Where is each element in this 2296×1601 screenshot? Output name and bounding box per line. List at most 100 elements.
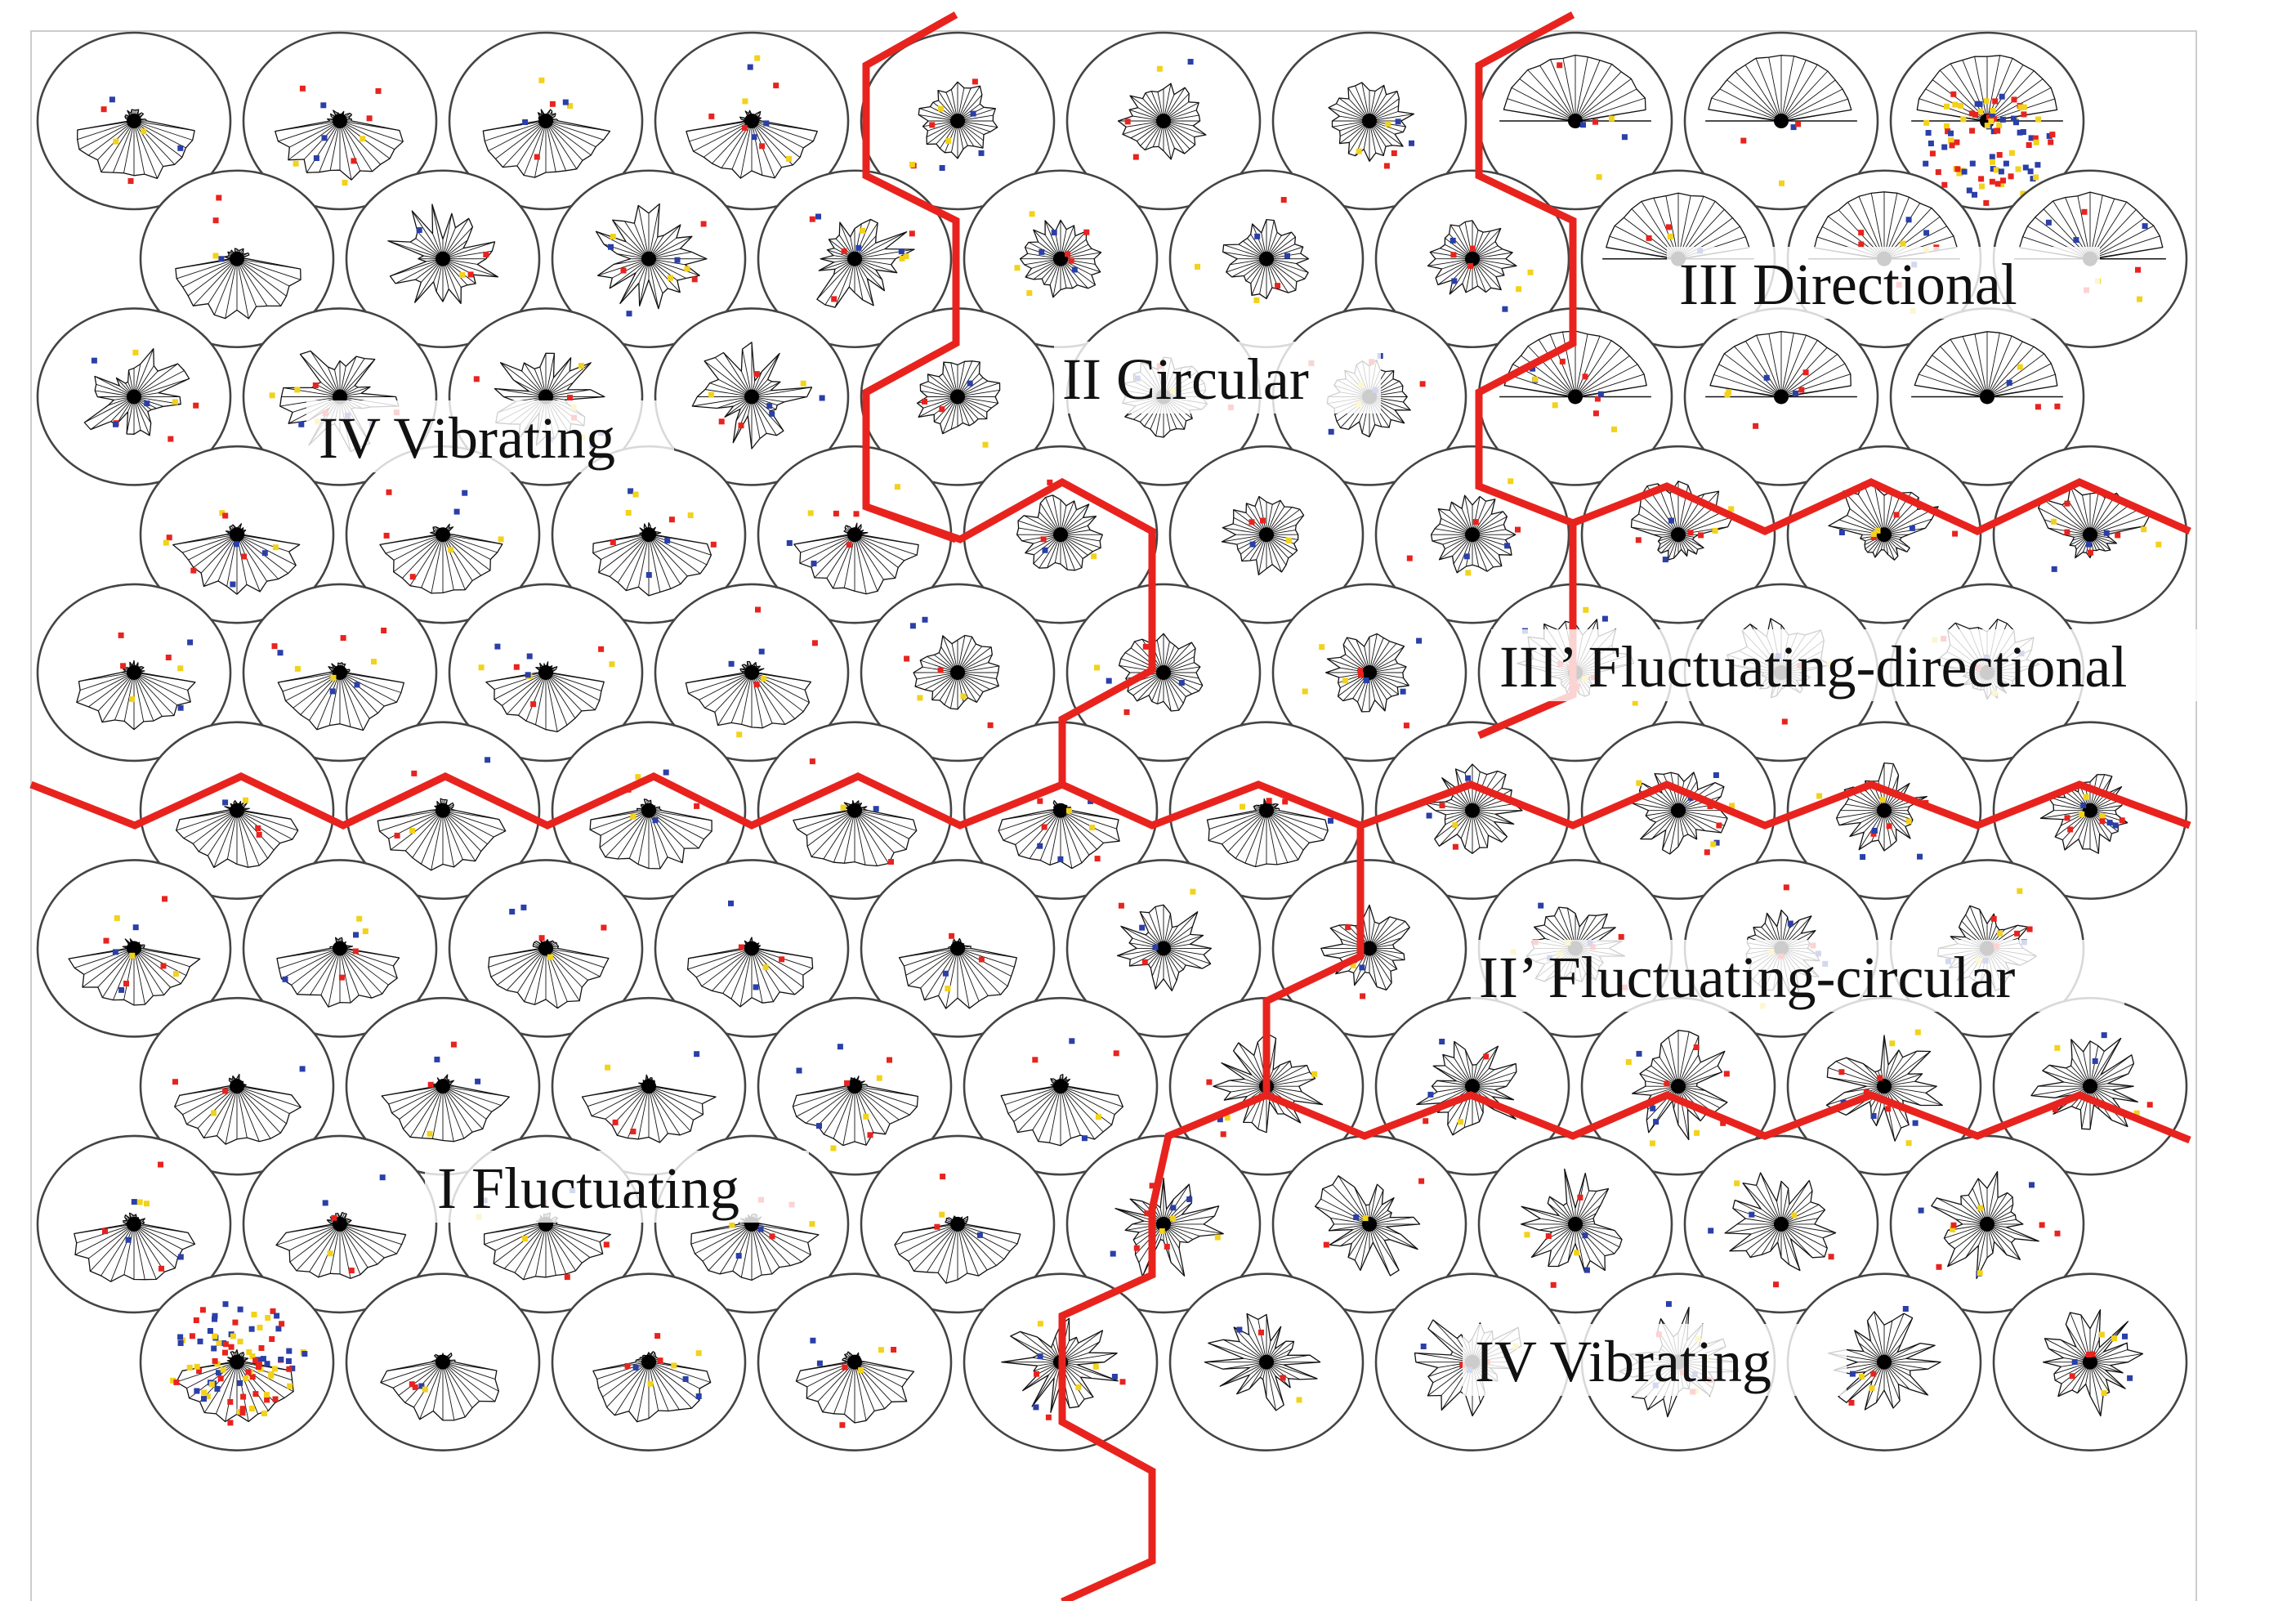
sample-point (1280, 197, 1287, 203)
sample-point (1996, 122, 2003, 128)
glyph-spoke (409, 1085, 444, 1138)
glyph-spoke (1642, 782, 1679, 812)
glyph-spoke (686, 672, 753, 684)
sample-point (207, 1328, 213, 1334)
som-cell (36, 859, 232, 1038)
glyph-spoke (1039, 810, 1061, 861)
sample-point (1403, 722, 1409, 729)
sample-point (1284, 253, 1290, 259)
glyph-spoke (1836, 810, 1885, 819)
sample-point (972, 78, 978, 85)
glyph-spoke (545, 1223, 583, 1263)
glyph-spoke (1575, 340, 1612, 397)
sample-point (1954, 166, 1961, 172)
sample-point (1124, 119, 1131, 125)
glyph-spoke (1713, 374, 1782, 397)
glyph-spoke (617, 534, 650, 584)
glyph-spoke (1208, 810, 1267, 841)
glyph-spoke (534, 948, 547, 1005)
sample-point (1885, 1106, 1892, 1112)
glyph-spoke (518, 672, 547, 716)
sample-point (272, 1396, 279, 1402)
glyph-spoke (1631, 519, 1679, 535)
sample-point (1989, 178, 1995, 185)
glyph-spoke (200, 534, 238, 574)
glyph-core (127, 941, 141, 956)
glyph-spoke (638, 534, 650, 588)
glyph-spoke (751, 672, 796, 719)
sample-point (2026, 926, 2033, 932)
glyph-spoke (1575, 336, 1601, 397)
glyph-core (1053, 1079, 1068, 1094)
glyph-core (1362, 664, 1377, 680)
glyph-spoke (1222, 1362, 1267, 1370)
sample-point (1923, 119, 1930, 126)
glyph-spoke (945, 948, 958, 1009)
sample-point (177, 1340, 184, 1346)
glyph-spoke (442, 810, 455, 867)
som-cell (654, 583, 850, 762)
glyph-spoke (442, 810, 506, 832)
sample-point (632, 491, 639, 498)
sample-point (1427, 1091, 1434, 1098)
sample-point (162, 896, 168, 902)
sample-point (271, 643, 278, 650)
sample-point (917, 695, 923, 701)
sample-point (1357, 668, 1364, 674)
glyph-spoke (545, 120, 596, 148)
sample-point (222, 1301, 229, 1308)
sample-point (1559, 358, 1566, 364)
glyph-core (847, 803, 862, 818)
glyph-spoke (82, 948, 135, 988)
glyph-spoke (648, 1086, 660, 1143)
sample-point (2101, 1390, 2107, 1397)
sample-point (1580, 122, 1586, 128)
sample-point (1266, 798, 1272, 804)
sample-point (922, 398, 927, 405)
sample-point (1597, 391, 1604, 397)
glyph-spoke (602, 1362, 650, 1398)
glyph-spoke (1163, 1223, 1224, 1235)
glyph-spoke (854, 231, 907, 260)
sample-point (186, 1364, 193, 1371)
sample-point (1621, 134, 1628, 141)
glyph-spoke (854, 1362, 867, 1421)
glyph-core (1774, 1216, 1789, 1232)
glyph-spoke (2048, 1064, 2091, 1087)
glyph-spoke (1677, 1086, 1690, 1140)
sample-point (521, 1236, 528, 1242)
sample-point (567, 103, 573, 110)
glyph-spoke (442, 1362, 466, 1418)
glyph-spoke (94, 376, 135, 397)
glyph-spoke (1780, 1223, 1813, 1259)
glyph-spoke (1874, 1311, 1885, 1362)
glyph-core (1980, 389, 1994, 405)
sample-point (1668, 517, 1674, 524)
sample-point (196, 1368, 203, 1374)
glyph-spoke (87, 120, 135, 156)
glyph-spoke (1780, 354, 1838, 397)
glyph-spoke (1883, 796, 1927, 812)
glyph-spoke (1986, 335, 2012, 397)
sample-point (222, 1088, 229, 1094)
sample-point (630, 1129, 637, 1134)
glyph-spoke (213, 258, 238, 315)
sample-point (1469, 245, 1476, 252)
glyph-spoke (236, 1085, 290, 1114)
glyph-spoke (545, 120, 592, 156)
sample-point (1905, 818, 1912, 825)
glyph-spoke (637, 205, 650, 259)
glyph-spoke (387, 240, 444, 260)
sample-point (483, 252, 489, 257)
som-cell (36, 583, 232, 762)
region-label-group-vibrating-bottom: IV Vibrating (1463, 1324, 1847, 1396)
glyph-spoke (545, 357, 571, 397)
glyph-spoke (751, 948, 774, 1002)
glyph-spoke (1780, 1209, 1825, 1225)
sample-point (212, 253, 219, 259)
glyph-spoke (1950, 339, 1988, 397)
sample-point (605, 1064, 611, 1071)
glyph-spoke (648, 534, 708, 545)
glyph-spoke (133, 672, 195, 683)
glyph-spoke (309, 1223, 341, 1272)
